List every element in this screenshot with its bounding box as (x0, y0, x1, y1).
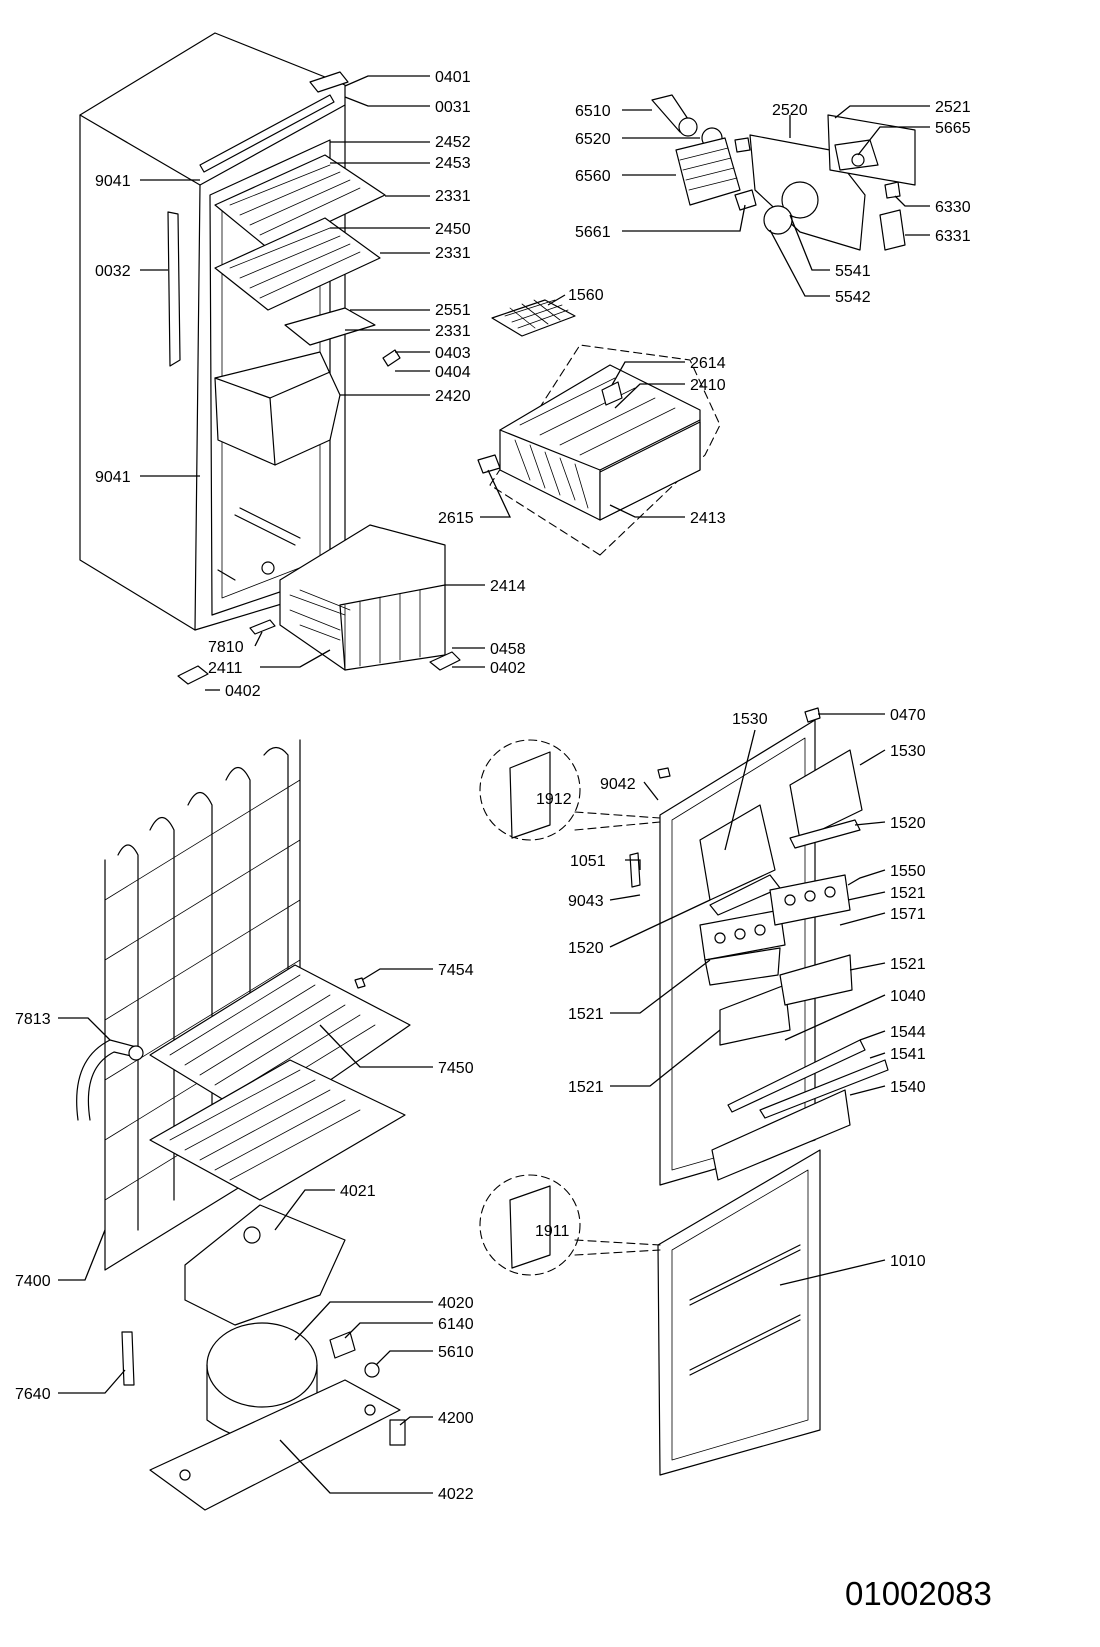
part-label: 2452 (435, 134, 471, 151)
part-label: 1912 (536, 791, 572, 808)
part-label: 1544 (890, 1024, 926, 1041)
part-label: 2615 (438, 510, 474, 527)
part-label: 2420 (435, 388, 471, 405)
part-label: 1521 (890, 885, 926, 902)
part-label: 6510 (575, 103, 611, 120)
part-label: 1911 (535, 1223, 570, 1240)
part-label: 0402 (225, 683, 261, 700)
fridge-cabinet-drawing (79, 32, 461, 685)
part-label: 5541 (835, 263, 871, 280)
part-label: 0470 (890, 707, 926, 724)
part-label: 1560 (568, 287, 604, 304)
part-label: 0402 (490, 660, 526, 677)
part-label: 4022 (438, 1486, 474, 1503)
part-label: 0404 (435, 364, 471, 381)
part-label: 4021 (340, 1183, 376, 1200)
part-label: 1530 (732, 711, 768, 728)
part-label: 5542 (835, 289, 871, 306)
part-label: 1521 (568, 1006, 604, 1023)
part-label: 5665 (935, 120, 971, 137)
part-label: 0403 (435, 345, 471, 362)
part-label: 2413 (690, 510, 726, 527)
part-label: 5661 (575, 224, 611, 241)
part-label: 2614 (690, 355, 726, 372)
part-label: 7810 (208, 639, 244, 656)
part-label: 0032 (95, 263, 131, 280)
part-label: 2331 (435, 323, 471, 340)
part-label: 2411 (208, 660, 243, 677)
part-label: 6330 (935, 199, 971, 216)
part-label: 2414 (490, 578, 526, 595)
part-label: 7813 (15, 1011, 51, 1028)
part-label: 1040 (890, 988, 926, 1005)
part-label: 1540 (890, 1079, 926, 1096)
part-label: 1520 (568, 940, 604, 957)
part-label: 0401 (435, 69, 471, 86)
document-number: 01002083 (845, 1575, 992, 1612)
leader-lines (58, 75, 930, 1494)
part-label: 2520 (772, 102, 808, 119)
part-label: 2331 (435, 188, 471, 205)
part-label: 1521 (890, 956, 926, 973)
part-label: 7640 (15, 1386, 51, 1403)
part-label: 6520 (575, 131, 611, 148)
part-label: 4200 (438, 1410, 474, 1427)
part-label: 2450 (435, 221, 471, 238)
part-label: 2521 (935, 99, 971, 116)
part-label: 6140 (438, 1316, 474, 1333)
part-label: 9041 (95, 469, 131, 486)
part-label: 1521 (568, 1079, 604, 1096)
part-labels: 0401 0031 2452 2453 2331 2450 2331 2551 … (15, 69, 971, 1503)
part-label: 9043 (568, 893, 604, 910)
part-label: 1541 (890, 1046, 926, 1063)
part-label: 0458 (490, 641, 526, 658)
door-drawings (479, 707, 889, 1476)
cooling-system-drawing (76, 739, 411, 1511)
part-label: 4020 (438, 1295, 474, 1312)
part-label: 1550 (890, 863, 926, 880)
part-label: 1571 (890, 906, 926, 923)
part-label: 5610 (438, 1344, 474, 1361)
part-label: 7450 (438, 1060, 474, 1077)
part-label: 2453 (435, 155, 471, 172)
part-label: 7400 (15, 1273, 51, 1290)
part-label: 9041 (95, 173, 131, 190)
part-label: 1530 (890, 743, 926, 760)
thermostat-light-assembly-drawing (651, 94, 916, 251)
part-label: 1051 (570, 853, 606, 870)
part-label: 6560 (575, 168, 611, 185)
part-label: 9042 (600, 776, 636, 793)
part-label: 2331 (435, 245, 471, 262)
part-label: 2551 (435, 302, 471, 319)
part-label: 6331 (935, 228, 971, 245)
part-label: 1010 (890, 1253, 926, 1270)
part-label: 0031 (435, 99, 471, 116)
part-label: 7454 (438, 962, 474, 979)
part-label: 1520 (890, 815, 926, 832)
part-label: 2410 (690, 377, 726, 394)
